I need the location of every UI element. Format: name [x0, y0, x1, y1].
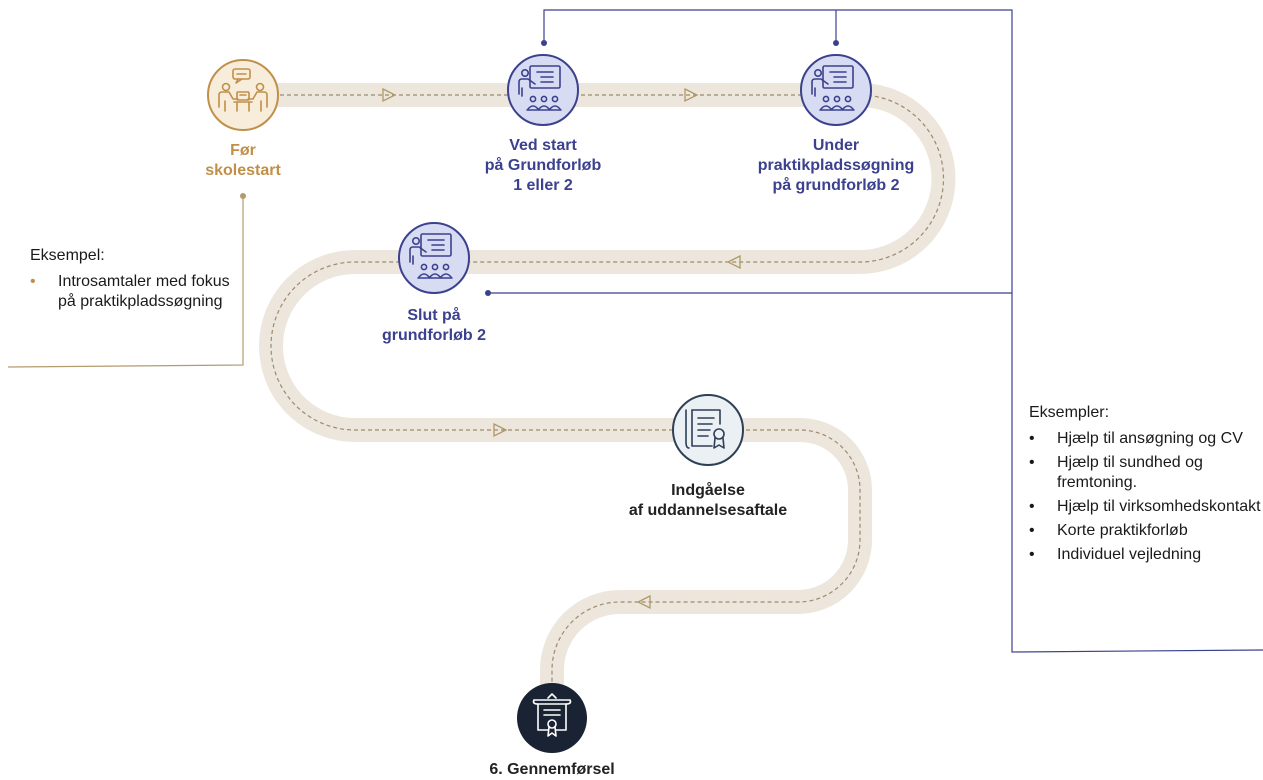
label-line: grundforløb 2 [382, 327, 486, 344]
list-item-text: Hjælp til ansøgning og CV [1057, 430, 1243, 447]
step-label-under: Under praktikpladssøgning på grundforløb… [741, 136, 931, 196]
direction-arrow-left-1 [726, 254, 741, 270]
label-line: skolestart [205, 162, 281, 179]
list-item-text: Hjælp til sundhed og fremtoning. [1057, 454, 1203, 491]
list-item-text: Individuel vejledning [1057, 546, 1202, 563]
label-line: Ved start [509, 137, 577, 154]
connector-dot-ved-start [541, 40, 547, 46]
direction-arrow-right-3 [493, 422, 508, 438]
step-label-foer: Før skolestart [183, 141, 303, 181]
label-line: Før [230, 142, 256, 159]
bullet: • [1029, 522, 1035, 539]
list-item-text: Introsamtaler med fokus på praktikpladss… [58, 273, 230, 310]
connector-dot-under [833, 40, 839, 46]
journey-road-dashes [245, 94, 945, 700]
list-item-text: Hjælp til virksomhedskontakt [1057, 498, 1261, 515]
list-item: • Hjælp til sundhed og fremtoning. [1029, 453, 1261, 493]
label-line: praktikpladssøgning [757, 157, 915, 174]
presentation-icon [507, 54, 579, 126]
connector-dot-slut [485, 290, 491, 296]
list-item-text: Korte praktikforløb [1057, 522, 1188, 539]
certificate-icon [517, 683, 587, 753]
bullet: • [1029, 430, 1035, 447]
list-item: • Introsamtaler med fokus på praktikplad… [30, 272, 240, 312]
label-line: Under [812, 137, 860, 154]
direction-arrow-right-2 [684, 87, 699, 103]
examples-connector [488, 9, 1263, 653]
bullet: • [1029, 498, 1035, 515]
label-line: 1 eller 2 [513, 177, 573, 194]
step-label-ved-start: Ved start på Grundforløb 1 eller 2 [463, 136, 623, 196]
direction-arrow-left-2 [636, 594, 651, 610]
label-line: på Grundforløb [484, 157, 602, 174]
example-heading: Eksempel: [30, 247, 105, 264]
examples-heading: Eksempler: [1029, 404, 1110, 421]
label-line: på grundforløb 2 [772, 177, 900, 194]
step-label-gennemfoersel: 6. Gennemførsel [472, 760, 632, 780]
step-label-indgaaelse: Indgåelse af uddannelsesaftale [618, 481, 798, 521]
list-item: • Hjælp til ansøgning og CV [1029, 429, 1261, 449]
label-line: 6. Gennemførsel [489, 761, 615, 778]
connector-dot-foer [240, 193, 246, 199]
example-list: • Introsamtaler med fokus på praktikplad… [30, 272, 240, 312]
bullet: • [30, 273, 36, 290]
presentation-icon [398, 222, 470, 294]
example-box-right: Eksempler: • Hjælp til ansøgning og CV •… [1029, 403, 1261, 569]
label-line: af uddannelsesaftale [628, 502, 788, 519]
presentation-icon [800, 54, 872, 126]
bullet: • [1029, 454, 1035, 471]
list-item: • Individuel vejledning [1029, 545, 1261, 565]
contract-icon [672, 394, 744, 466]
bullet: • [1029, 546, 1035, 563]
meeting-icon [207, 59, 279, 131]
list-item: • Hjælp til virksomhedskontakt [1029, 497, 1261, 517]
example-connector [7, 196, 244, 368]
example-box-foer: Eksempel: • Introsamtaler med fokus på p… [30, 246, 240, 316]
label-line: Slut på [407, 307, 461, 324]
step-label-slut: Slut på grundforløb 2 [364, 306, 504, 346]
examples-list: • Hjælp til ansøgning og CV • Hjælp til … [1029, 429, 1261, 565]
list-item: • Korte praktikforløb [1029, 521, 1261, 541]
direction-arrow-right-1 [382, 87, 397, 103]
label-line: Indgåelse [671, 482, 745, 499]
